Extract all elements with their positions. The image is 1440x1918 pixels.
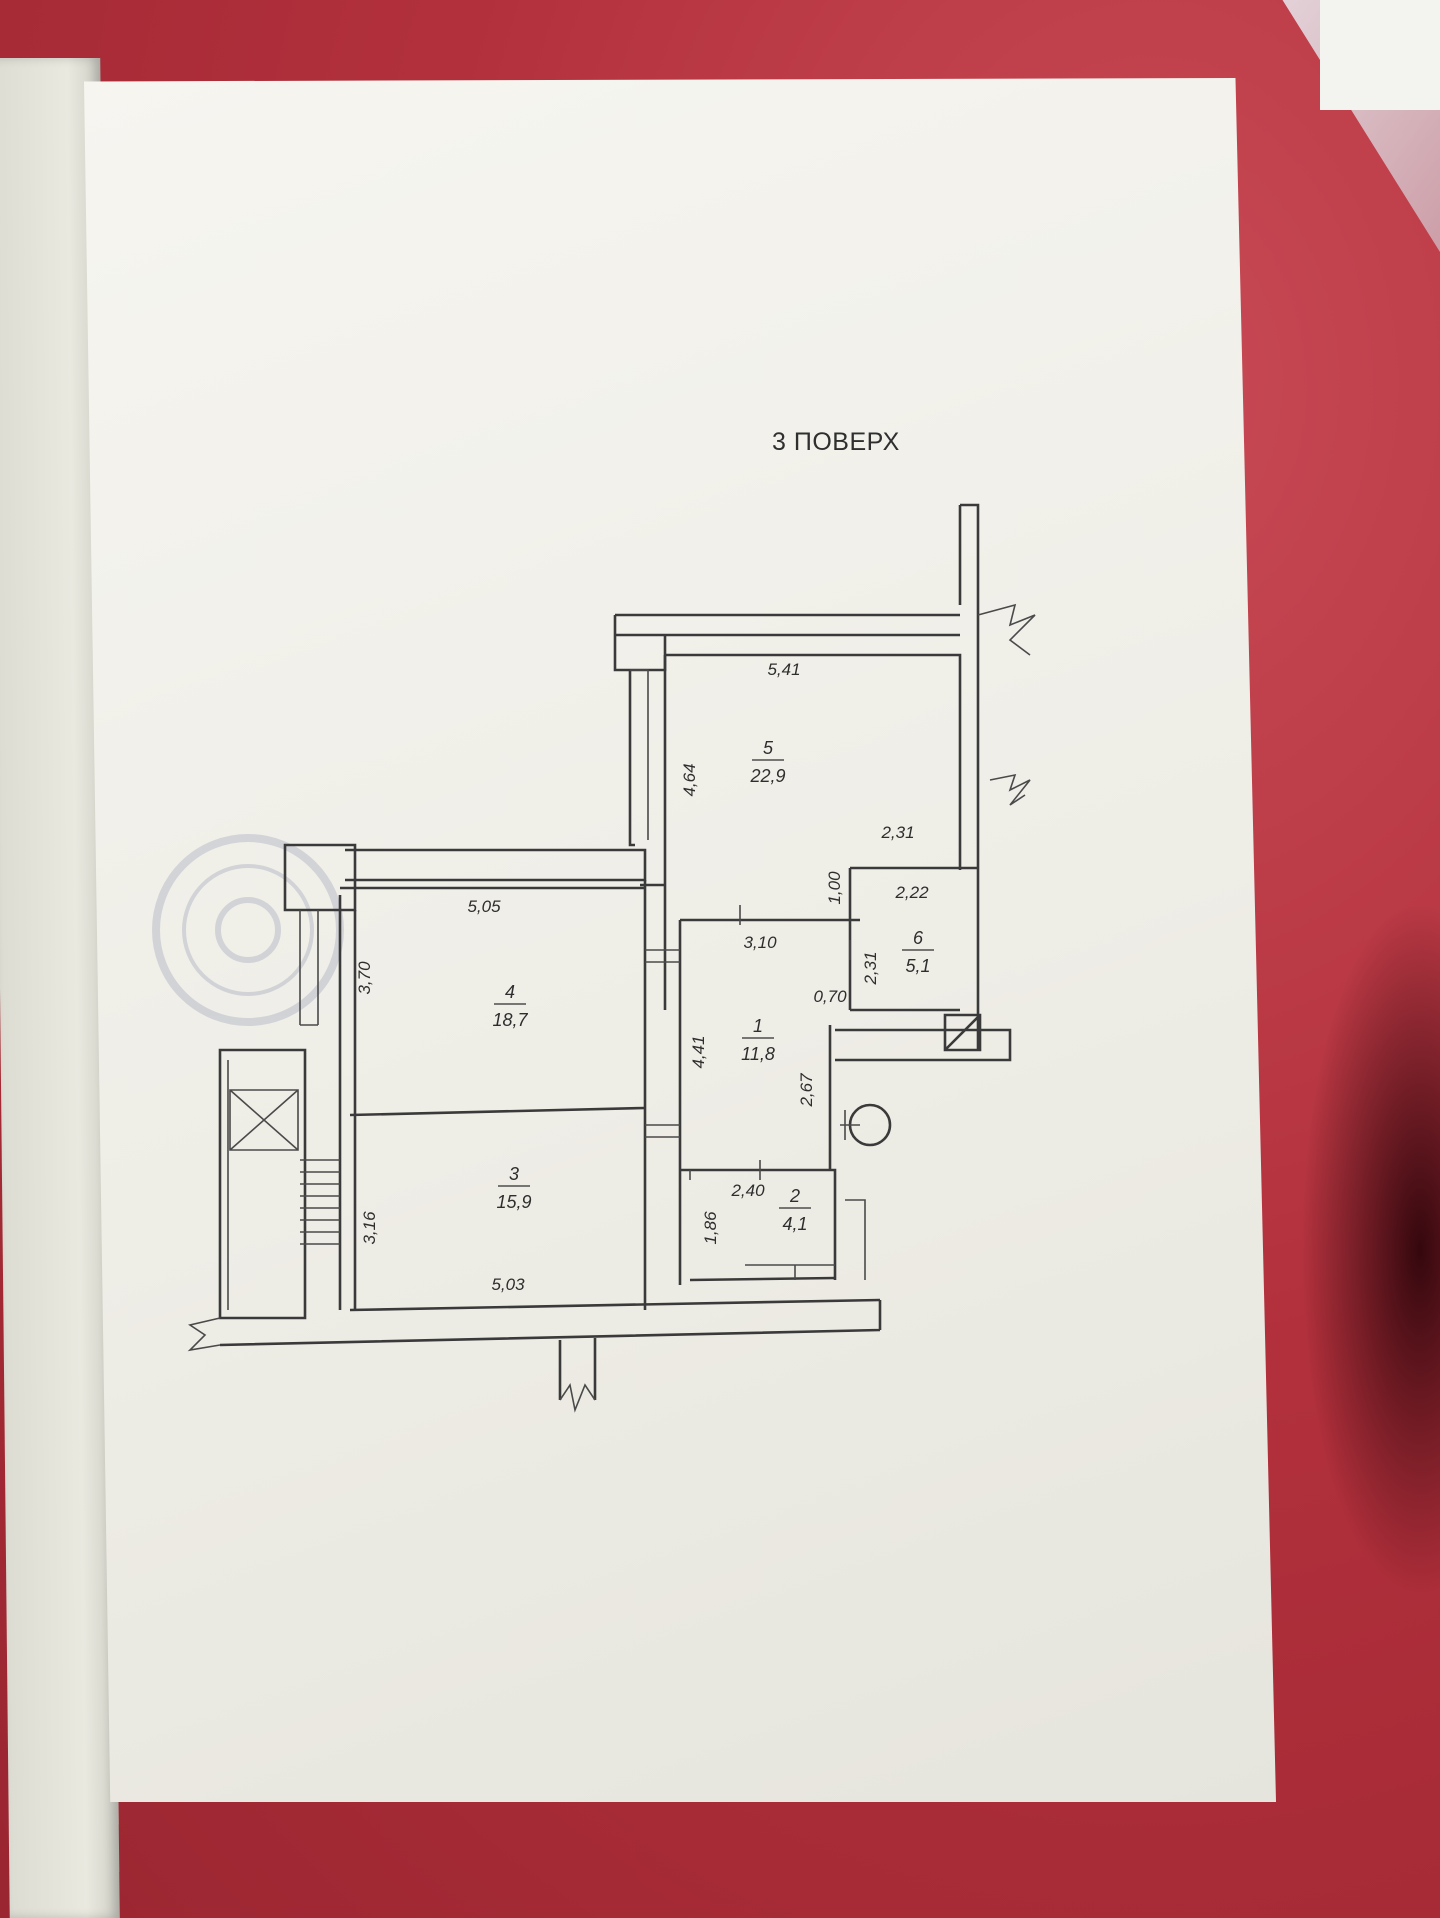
dim-room3-width: 5,03 — [491, 1275, 525, 1294]
room-5-area: 22,9 — [749, 766, 785, 786]
dimensions: 5,41 4,64 5,05 3,70 3,16 5,03 3,10 4,41 … — [355, 660, 929, 1294]
room-6-number: 6 — [913, 928, 924, 948]
walls — [187, 503, 1036, 1413]
room-2-label: 2 4,1 — [779, 1186, 811, 1234]
dim-room5-width: 5,41 — [767, 660, 800, 679]
room-3-number: 3 — [509, 1164, 519, 1184]
floor-title: 3 ПОВЕРХ — [772, 428, 900, 456]
room-5-label: 5 22,9 — [749, 738, 785, 786]
room-6-label: 6 5,1 — [902, 928, 934, 976]
shadow — [1300, 900, 1440, 1600]
dim-corridor-gap: 0,70 — [813, 987, 847, 1006]
room-3-label: 3 15,9 — [496, 1164, 531, 1212]
dim-room1-width: 3,10 — [743, 933, 777, 952]
dim-room1-side: 2,67 — [797, 1073, 816, 1108]
paper-card — [1320, 0, 1440, 110]
room-4-label: 4 18,7 — [492, 982, 528, 1030]
stamp-seal — [152, 834, 344, 1026]
dim-room4-height: 3,70 — [355, 961, 374, 995]
room-4-area: 18,7 — [492, 1010, 528, 1030]
dim-room6-width: 2,22 — [894, 883, 929, 902]
room-2-number: 2 — [789, 1186, 800, 1206]
room-6-area: 5,1 — [905, 956, 930, 976]
room-5-number: 5 — [763, 738, 774, 758]
dim-room3-height: 3,16 — [360, 1211, 379, 1245]
room-1-number: 1 — [753, 1016, 763, 1036]
dim-niche-height: 1,00 — [825, 871, 844, 905]
dim-room1-height: 4,41 — [689, 1035, 708, 1068]
room-3-area: 15,9 — [496, 1192, 531, 1212]
dim-room6-top: 2,31 — [880, 823, 914, 842]
room-4-number: 4 — [505, 982, 515, 1002]
room-2-area: 4,1 — [782, 1214, 807, 1234]
room-1-area: 11,8 — [741, 1044, 775, 1064]
dim-room5-height: 4,64 — [680, 763, 699, 796]
dim-room2-height: 1,86 — [701, 1211, 720, 1245]
room-1-label: 1 11,8 — [741, 1016, 775, 1064]
dim-room4-width: 5,05 — [467, 897, 501, 916]
dim-room2-width: 2,40 — [730, 1181, 765, 1200]
dim-room6-height: 2,31 — [861, 951, 880, 985]
